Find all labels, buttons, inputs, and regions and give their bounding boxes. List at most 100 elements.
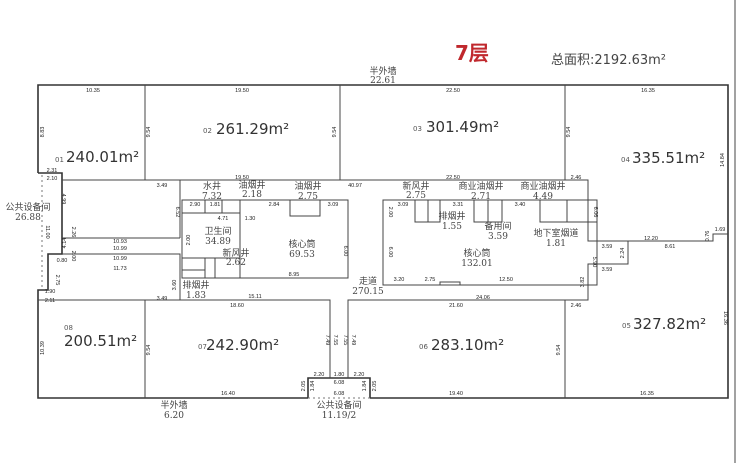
dimension-label: 3.49 <box>157 183 168 189</box>
dimension-label: 10.99 <box>113 256 127 262</box>
dimension-label: 18.60 <box>230 303 244 309</box>
core-left-inner <box>182 200 321 278</box>
room-label: 6.20 <box>164 411 184 421</box>
room-label: 走道 <box>359 275 377 287</box>
dimension-label: 16.35 <box>641 88 655 94</box>
dimension-label: 3.31 <box>453 202 464 208</box>
room-label: 2.71 <box>471 192 491 202</box>
dimension-label: 10.93 <box>113 239 127 245</box>
room-label: 2.75 <box>406 191 426 201</box>
room-label: 商业油烟井 <box>458 180 503 192</box>
room-label: 7.32 <box>202 192 222 202</box>
dimension-label: 7.49 <box>324 335 330 346</box>
dimension-label: 16.36 <box>722 311 728 325</box>
dimension-label: 10.35 <box>86 88 100 94</box>
dimension-label: 4.14 <box>62 238 68 249</box>
room-label: 2.75 <box>298 192 318 202</box>
dimension-label: 0.80 <box>57 258 68 264</box>
dimension-label: 1.84 <box>310 381 316 392</box>
dimension-label: 22.50 <box>446 175 460 181</box>
dimension-label: 2.00 <box>186 235 192 246</box>
dimension-label: 19.50 <box>235 88 249 94</box>
room-label: 地下室烟道 <box>533 227 578 239</box>
room-label: 备用间 <box>484 220 511 232</box>
room-label: 22.61 <box>370 76 396 86</box>
dimension-label: 40.97 <box>348 183 362 189</box>
dimension-label: 3.20 <box>394 277 405 283</box>
dimension-label: 9.54 <box>146 127 152 138</box>
dimension-label: 7.55 <box>342 335 348 346</box>
unit-area: 242.90m² <box>206 336 279 354</box>
unit-walls-top <box>144 85 728 242</box>
room-label: 3.59 <box>488 232 508 242</box>
unit-number: 06 <box>419 343 428 351</box>
room-label: 公共设备间 <box>316 399 361 411</box>
dimension-label: 8.61 <box>665 244 676 250</box>
dimension-label: 6.52 <box>174 207 180 218</box>
dimension-label: 2.05 <box>301 381 307 392</box>
room-label: 核心筒 <box>463 247 490 259</box>
unit-number: 01 <box>55 156 64 164</box>
dimension-label: 21.60 <box>449 303 463 309</box>
room-label: 4.49 <box>533 192 553 202</box>
dimension-label: 6.08 <box>334 380 345 386</box>
dimension-label: 19.40 <box>449 391 463 397</box>
dimension-label: 3.60 <box>172 280 178 291</box>
room-label: 水井 <box>203 180 221 192</box>
dimension-label: 2.75 <box>54 275 60 286</box>
room-label: 11.19/2 <box>322 411 357 421</box>
dimension-label: 2.00 <box>70 251 76 262</box>
unit-number: 07 <box>198 343 207 351</box>
dimension-label: 9.54 <box>146 345 152 356</box>
dimension-label: 2.46 <box>571 303 582 309</box>
dimension-label: 1.81 <box>210 202 221 208</box>
dimension-label: 1.30 <box>245 216 256 222</box>
room-label: 商业油烟井 <box>520 180 565 192</box>
dimension-label: 3.59 <box>602 267 613 273</box>
room-label: 排烟井 <box>182 279 209 291</box>
unit-area: 301.49m² <box>426 118 499 136</box>
unit-area: 200.51m² <box>64 332 137 350</box>
unit-area: 261.29m² <box>216 120 289 138</box>
room-label: 油烟井 <box>238 179 265 191</box>
room-label: 新风井 <box>222 247 249 259</box>
dimension-label: 6.00 <box>342 246 348 257</box>
dimension-label: 11.00 <box>44 225 50 238</box>
dimension-label: 3.09 <box>328 202 339 208</box>
dimension-label: 1.84 <box>362 381 368 392</box>
unit-area: 240.01m² <box>66 148 139 166</box>
core-left <box>181 199 349 279</box>
unit-area: 283.10m² <box>431 336 504 354</box>
dimension-label: 2.00 <box>387 207 393 218</box>
dimension-label: 6.00 <box>387 247 393 258</box>
room-label: 1.81 <box>546 239 566 249</box>
dimension-labels: 10.35 19.50 22.50 16.35 8.83 9.54 9.54 9… <box>40 88 728 397</box>
unit-area: 327.82m² <box>633 315 706 333</box>
room-label: 132.01 <box>461 259 493 269</box>
core-right <box>382 199 598 286</box>
dimension-label: 0.76 <box>705 231 711 242</box>
outer-wall <box>37 84 729 399</box>
room-label: 270.15 <box>352 287 384 297</box>
dimension-label: 7.55 <box>332 335 338 346</box>
dimension-label: 8.83 <box>40 127 46 138</box>
dimension-label: 9.54 <box>566 127 572 138</box>
unit-area: 335.51m² <box>632 149 705 167</box>
core-right-inner <box>414 200 597 285</box>
dimension-label: 10.99 <box>113 246 127 252</box>
room-label: 半外墙 <box>369 65 396 77</box>
room-label: 卫生间 <box>204 225 231 237</box>
dimension-label: 2.10 <box>47 176 58 182</box>
floor-title: 7层 <box>455 41 489 65</box>
room-label: 2.18 <box>242 190 262 200</box>
